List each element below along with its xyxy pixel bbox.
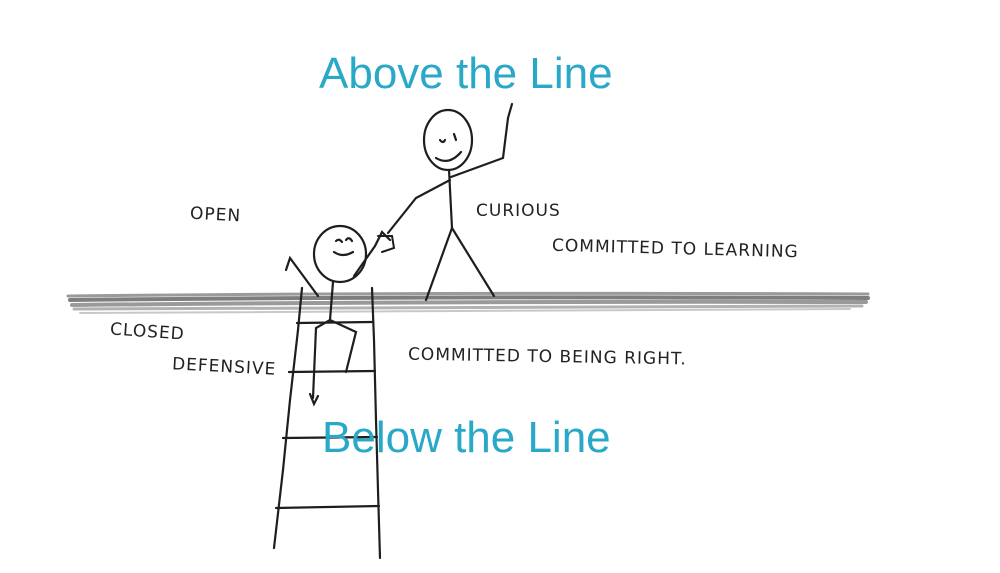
label-open: OPEN bbox=[189, 203, 242, 227]
helper-figure-drawing bbox=[386, 102, 514, 302]
ladder-drawing bbox=[272, 286, 382, 560]
divider-line bbox=[66, 291, 870, 314]
label-committed-to-being-right: COMMITTED TO BEING RIGHT. bbox=[407, 344, 687, 370]
title-below-the-line: Below the Line bbox=[322, 413, 611, 462]
clasped-hands-drawing bbox=[377, 235, 396, 253]
climber-figure-drawing bbox=[284, 224, 392, 407]
title-above-the-line: Above the Line bbox=[319, 49, 613, 98]
label-curious: CURIOUS bbox=[476, 201, 561, 221]
